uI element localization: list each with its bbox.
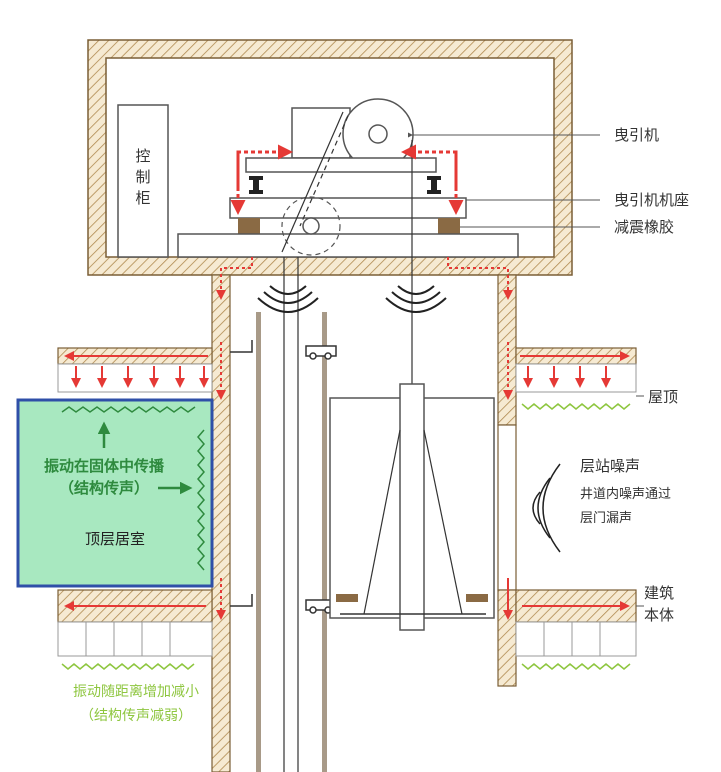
rail-brackets bbox=[230, 340, 337, 614]
landing-noise-title: 层站噪声 bbox=[580, 457, 640, 475]
top-floor-room: 振动在固体中传播 （结构传声） 顶层居室 bbox=[16, 398, 214, 588]
structure-transmission-label-1: 振动在固体中传播 bbox=[44, 457, 165, 475]
lower-vibration-arrows bbox=[64, 578, 630, 620]
roof-label: 屋顶 bbox=[648, 388, 678, 406]
landing-noise-icon bbox=[532, 463, 561, 553]
building-body-label-1: 建筑 bbox=[644, 584, 674, 602]
roof-slab bbox=[57, 347, 637, 393]
guide-rails bbox=[256, 312, 327, 772]
traction-machine-label: 曳引机 bbox=[614, 126, 659, 144]
landing-noise-line1: 井道内噪声通过 bbox=[580, 486, 671, 502]
roof-zigzag-icon bbox=[521, 403, 631, 410]
attenuation-label-2: （结构传声减弱） bbox=[80, 708, 192, 724]
machine-room bbox=[87, 39, 573, 276]
machine-base bbox=[177, 197, 519, 258]
top-floor-room-label: 顶层居室 bbox=[85, 530, 145, 548]
wall-vibration-paths bbox=[216, 257, 513, 400]
ceiling-zigzag-icon bbox=[61, 406, 196, 413]
attenuation-label-1: 振动随距离增加减小 bbox=[73, 683, 199, 700]
lower-zigzag-icon bbox=[61, 663, 631, 670]
building-body-label-2: 本体 bbox=[644, 606, 674, 624]
elevator-car bbox=[329, 383, 495, 631]
wall-zigzag-icon bbox=[197, 429, 205, 571]
control-cabinet: 控 制 柜 bbox=[117, 104, 169, 258]
landing-noise-line2: 层门漏声 bbox=[580, 510, 632, 526]
hoist-ropes bbox=[281, 111, 413, 772]
machine-vibration-paths bbox=[230, 144, 464, 215]
control-cabinet-label-3: 柜 bbox=[135, 189, 150, 207]
machine-base-label: 曳引机机座 bbox=[614, 191, 689, 209]
damping-rubber-label: 减震橡胶 bbox=[614, 218, 674, 236]
leader-lines bbox=[408, 132, 644, 607]
control-cabinet-label-1: 控 bbox=[135, 147, 150, 165]
damping-rubber-left bbox=[238, 218, 260, 234]
sound-wave-icon bbox=[257, 285, 319, 313]
structure-transmission-label-2: （结构传声） bbox=[59, 479, 149, 497]
damping-rubber-right bbox=[438, 218, 460, 234]
roof-vibration-arrows bbox=[64, 351, 630, 388]
deflector-sheave bbox=[281, 196, 341, 256]
sound-wave-icon-right bbox=[385, 285, 447, 313]
control-cabinet-label-2: 制 bbox=[135, 168, 150, 186]
traction-machine bbox=[245, 98, 441, 194]
